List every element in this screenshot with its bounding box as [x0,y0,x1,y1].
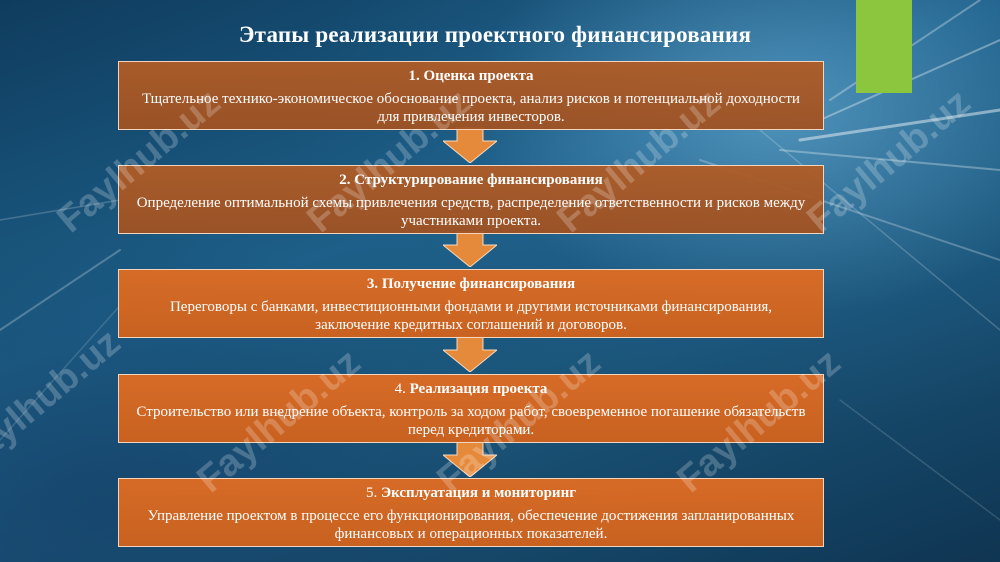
arrow-down-icon [443,127,497,163]
arrow-down-icon [443,441,497,477]
arrow-down-icon [443,231,497,267]
stage-box-structuring: 2. Структурирование финансирования Опред… [118,165,824,234]
stage-description: Строительство или внедрение объекта, кон… [136,404,806,438]
page-title: Этапы реализации проектного финансирован… [238,22,752,47]
stage-title: 4. Реализация проекта [394,381,548,397]
stage-description: Переговоры с банками, инвестиционными фо… [169,299,773,333]
stage-box-financing: 3. Получение финансирования Переговоры с… [118,269,824,338]
stage-description: Определение оптимальной схемы привлечени… [136,195,806,229]
stage-box-assessment: 1. Оценка проекта Тщательное технико-эко… [118,61,824,130]
stage-description: Управление проектом в процессе его функц… [147,508,795,542]
stage-box-implementation: 4. Реализация проекта Строительство или … [118,374,824,443]
stage-title: 5. Эксплуатация и мониторинг [365,485,577,501]
stage-box-operation: 5. Эксплуатация и мониторинг Управление … [118,478,824,547]
stage-title: 1. Оценка проекта [408,68,534,84]
stage-title: 3. Получение финансирования [366,276,576,292]
stage-description: Тщательное технико-экономическое обоснов… [142,91,800,125]
accent-bar [856,0,912,93]
stage-title: 2. Структурирование финансирования [339,172,603,188]
arrow-down-icon [443,336,497,372]
